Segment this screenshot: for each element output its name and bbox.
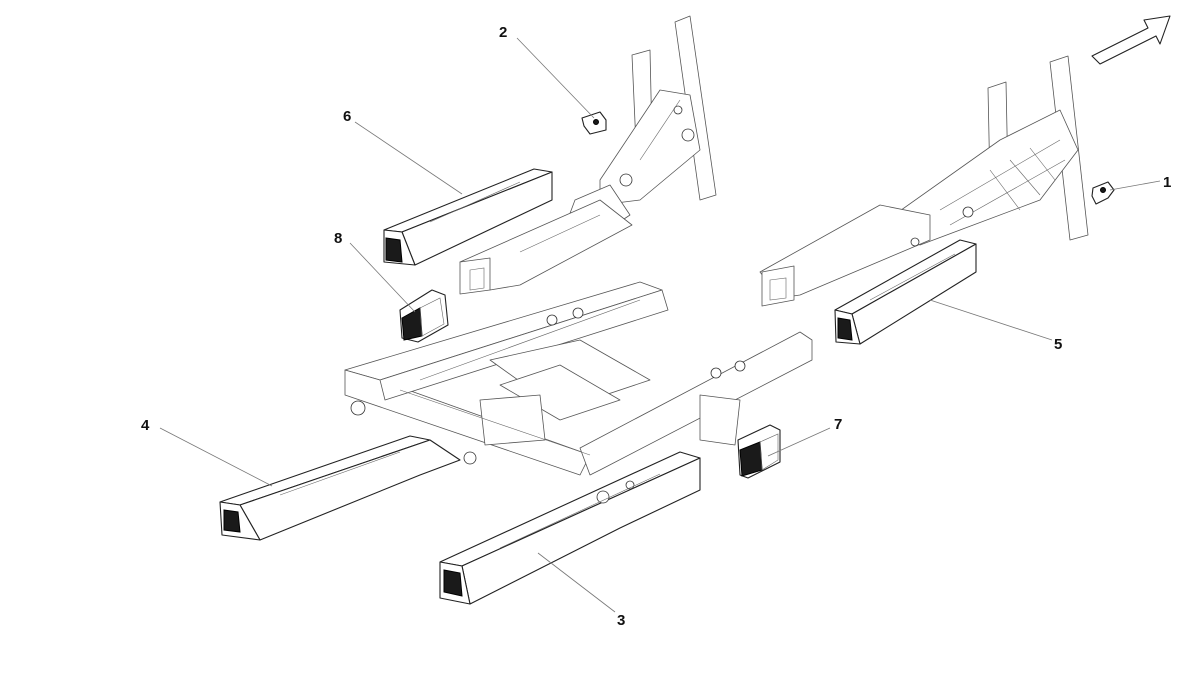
- central-subframe: [344, 281, 813, 476]
- callout-5: 5: [1054, 336, 1062, 353]
- leader-2: [516, 37, 595, 119]
- right-upright-frame: [759, 55, 1089, 307]
- part-4-long-beam: [219, 435, 461, 541]
- leader-8: [349, 242, 416, 313]
- callout-6: 6: [343, 108, 351, 125]
- callout-7: 7: [834, 416, 842, 433]
- part-2-small-bracket: [581, 111, 607, 135]
- part-6-box-beam: [383, 168, 553, 266]
- leader-1: [1109, 180, 1161, 191]
- direction-arrow-icon: [1091, 15, 1171, 65]
- part-5-box-beam: [834, 239, 977, 345]
- left-upright-frame: [459, 15, 717, 295]
- leader-6: [354, 121, 463, 195]
- leader-lines: [159, 37, 1161, 613]
- part-8-mount-block: [399, 289, 449, 343]
- part-1-small-bracket: [1091, 181, 1115, 205]
- leader-5: [929, 299, 1053, 341]
- leader-7: [767, 427, 831, 457]
- callout-8: 8: [334, 230, 342, 247]
- callout-1: 1: [1163, 174, 1171, 191]
- part-7-mount-block: [737, 424, 781, 479]
- leader-3: [537, 552, 616, 613]
- leader-4: [159, 427, 273, 487]
- part-3-long-beam: [439, 451, 701, 605]
- callout-4: 4: [141, 417, 150, 434]
- callout-3: 3: [617, 612, 625, 629]
- callout-2: 2: [499, 24, 507, 41]
